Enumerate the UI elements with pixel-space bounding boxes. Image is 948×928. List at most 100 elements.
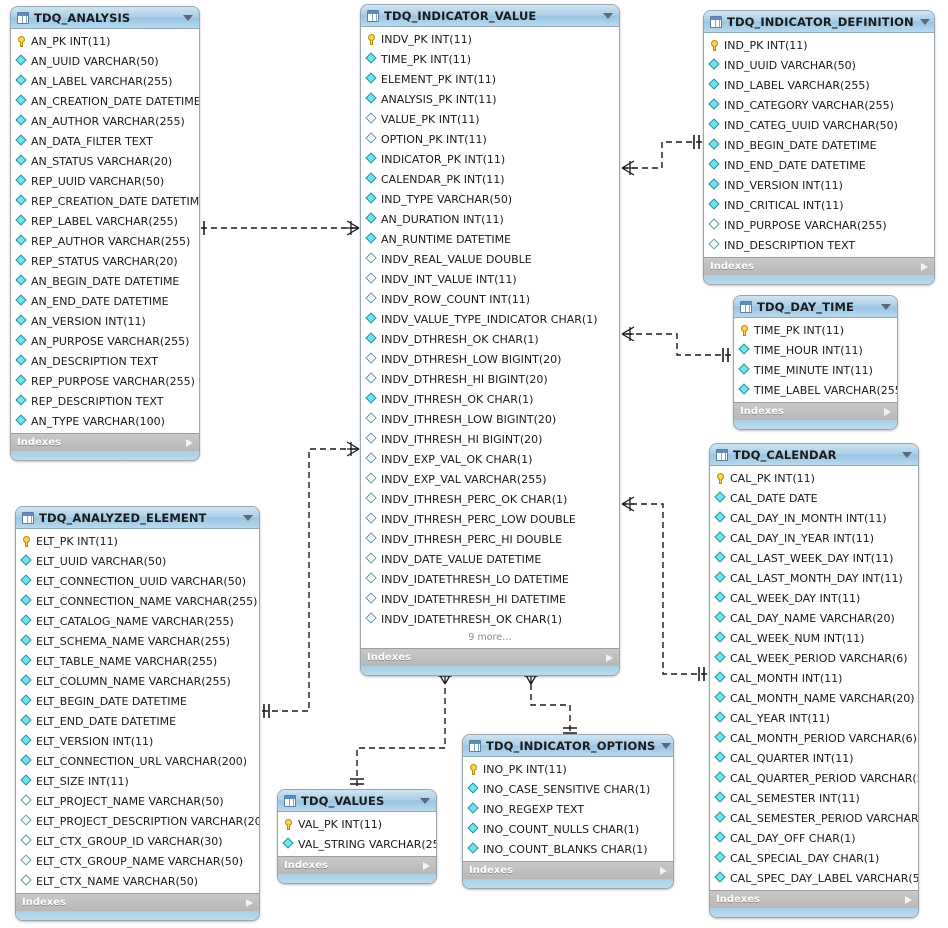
column-row[interactable]: INDV_ITHRESH_PERC_LOW DOUBLE [361,509,619,529]
expand-right-icon[interactable] [660,866,667,875]
column-row[interactable]: TIME_PK INT(11) [361,49,619,69]
chevron-down-icon[interactable] [919,18,930,25]
expand-right-icon[interactable] [246,898,253,907]
column-row[interactable]: ELT_BEGIN_DATE DATETIME [16,691,259,711]
expand-right-icon[interactable] [921,262,928,271]
column-row[interactable]: AN_PK INT(11) [11,31,199,51]
column-row[interactable]: CAL_SPECIAL_DAY CHAR(1) [710,848,918,868]
column-row[interactable]: CALENDAR_PK INT(11) [361,169,619,189]
column-row[interactable]: CAL_LAST_WEEK_DAY INT(11) [710,548,918,568]
indexes-section-tdq_indicator_value[interactable]: Indexes [361,648,619,666]
table-header-tdq_indicator_definition[interactable]: TDQ_INDICATOR_DEFINITION [704,11,934,33]
column-row[interactable]: INO_COUNT_BLANKS CHAR(1) [463,839,673,859]
column-row[interactable]: AN_BEGIN_DATE DATETIME [11,271,199,291]
column-row[interactable]: CAL_MONTH_NAME VARCHAR(20) [710,688,918,708]
indexes-section-tdq_analyzed_element[interactable]: Indexes [16,893,259,911]
column-row[interactable]: AN_DURATION INT(11) [361,209,619,229]
column-row[interactable]: INDV_EXP_VAL_OK CHAR(1) [361,449,619,469]
chevron-down-icon[interactable] [902,451,912,458]
column-row[interactable]: INDV_ITHRESH_OK CHAR(1) [361,389,619,409]
column-row[interactable]: ELT_CATALOG_NAME VARCHAR(255) [16,611,259,631]
column-row[interactable]: IND_TYPE VARCHAR(50) [361,189,619,209]
column-row[interactable]: INDV_ITHRESH_LOW BIGINT(20) [361,409,619,429]
column-row[interactable]: AN_VERSION INT(11) [11,311,199,331]
expand-right-icon[interactable] [905,895,912,904]
column-row[interactable]: INDV_DTHRESH_LOW BIGINT(20) [361,349,619,369]
column-row[interactable]: AN_TYPE VARCHAR(100) [11,411,199,431]
column-row[interactable]: INDV_VALUE_TYPE_INDICATOR CHAR(1) [361,309,619,329]
column-row[interactable]: ELT_COLUMN_NAME VARCHAR(255) [16,671,259,691]
column-row[interactable]: ELT_CONNECTION_UUID VARCHAR(50) [16,571,259,591]
column-row[interactable]: OPTION_PK INT(11) [361,129,619,149]
column-row[interactable]: TIME_LABEL VARCHAR(255) [734,380,897,400]
column-row[interactable]: AN_DATA_FILTER TEXT [11,131,199,151]
column-row[interactable]: VAL_STRING VARCHAR(255) [278,834,436,854]
column-row[interactable]: IND_BEGIN_DATE DATETIME [704,135,934,155]
column-row[interactable]: ANALYSIS_PK INT(11) [361,89,619,109]
expand-right-icon[interactable] [423,861,430,870]
column-row[interactable]: IND_VERSION INT(11) [704,175,934,195]
column-row[interactable]: REP_LABEL VARCHAR(255) [11,211,199,231]
column-row[interactable]: INDV_EXP_VAL VARCHAR(255) [361,469,619,489]
column-row[interactable]: INDV_REAL_VALUE DOUBLE [361,249,619,269]
chevron-down-icon[interactable] [420,797,430,804]
column-row[interactable]: IND_CATEGORY VARCHAR(255) [704,95,934,115]
column-row[interactable]: AN_PURPOSE VARCHAR(255) [11,331,199,351]
column-row[interactable]: INDV_INT_VALUE INT(11) [361,269,619,289]
column-row[interactable]: CAL_QUARTER_PERIOD VARCHAR(5) [710,768,918,788]
column-row[interactable]: CAL_DAY_IN_MONTH INT(11) [710,508,918,528]
column-row[interactable]: REP_CREATION_DATE DATETIME [11,191,199,211]
column-row[interactable]: INO_CASE_SENSITIVE CHAR(1) [463,779,673,799]
column-row[interactable]: INDV_DATE_VALUE DATETIME [361,549,619,569]
table-header-tdq_values[interactable]: TDQ_VALUES [278,790,436,812]
column-row[interactable]: IND_PURPOSE VARCHAR(255) [704,215,934,235]
column-row[interactable]: INDICATOR_PK INT(11) [361,149,619,169]
column-row[interactable]: REP_PURPOSE VARCHAR(255) [11,371,199,391]
column-row[interactable]: ELT_VERSION INT(11) [16,731,259,751]
table-header-tdq_analysis[interactable]: TDQ_ANALYSIS [11,7,199,29]
table-header-tdq_calendar[interactable]: TDQ_CALENDAR [710,444,918,466]
column-row[interactable]: AN_DESCRIPTION TEXT [11,351,199,371]
column-row[interactable]: INDV_ITHRESH_HI BIGINT(20) [361,429,619,449]
column-row[interactable]: CAL_DAY_OFF CHAR(1) [710,828,918,848]
column-row[interactable]: IND_END_DATE DATETIME [704,155,934,175]
column-row[interactable]: ELEMENT_PK INT(11) [361,69,619,89]
column-row[interactable]: CAL_PK INT(11) [710,468,918,488]
column-row[interactable]: IND_PK INT(11) [704,35,934,55]
column-row[interactable]: IND_CRITICAL INT(11) [704,195,934,215]
indexes-section-tdq_day_time[interactable]: Indexes [734,402,897,420]
column-row[interactable]: CAL_DAY_NAME VARCHAR(20) [710,608,918,628]
column-row[interactable]: AN_CREATION_DATE DATETIME [11,91,199,111]
column-row[interactable]: AN_RUNTIME DATETIME [361,229,619,249]
table-header-tdq_day_time[interactable]: TDQ_DAY_TIME [734,296,897,318]
table-header-tdq_analyzed_element[interactable]: TDQ_ANALYZED_ELEMENT [16,507,259,529]
column-row[interactable]: TIME_PK INT(11) [734,320,897,340]
table-header-tdq_indicator_value[interactable]: TDQ_INDICATOR_VALUE [361,5,619,27]
column-row[interactable]: ELT_TABLE_NAME VARCHAR(255) [16,651,259,671]
column-row[interactable]: INDV_IDATETHRESH_LO DATETIME [361,569,619,589]
column-row[interactable]: ELT_CTX_GROUP_ID VARCHAR(30) [16,831,259,851]
chevron-down-icon[interactable] [243,514,253,521]
column-row[interactable]: CAL_WEEK_NUM INT(11) [710,628,918,648]
column-row[interactable]: INDV_DTHRESH_HI BIGINT(20) [361,369,619,389]
column-row[interactable]: INDV_DTHRESH_OK CHAR(1) [361,329,619,349]
column-row[interactable]: ELT_SIZE INT(11) [16,771,259,791]
table-header-tdq_indicator_options[interactable]: TDQ_INDICATOR_OPTIONS [463,735,673,757]
column-row[interactable]: INO_COUNT_NULLS CHAR(1) [463,819,673,839]
indexes-section-tdq_values[interactable]: Indexes [278,856,436,874]
column-row[interactable]: CAL_DAY_IN_YEAR INT(11) [710,528,918,548]
column-row[interactable]: CAL_MONTH INT(11) [710,668,918,688]
column-row[interactable]: TIME_MINUTE INT(11) [734,360,897,380]
indexes-section-tdq_indicator_definition[interactable]: Indexes [704,257,934,275]
expand-right-icon[interactable] [606,653,613,662]
column-row[interactable]: VAL_PK INT(11) [278,814,436,834]
chevron-down-icon[interactable] [183,14,193,21]
column-row[interactable]: REP_DESCRIPTION TEXT [11,391,199,411]
